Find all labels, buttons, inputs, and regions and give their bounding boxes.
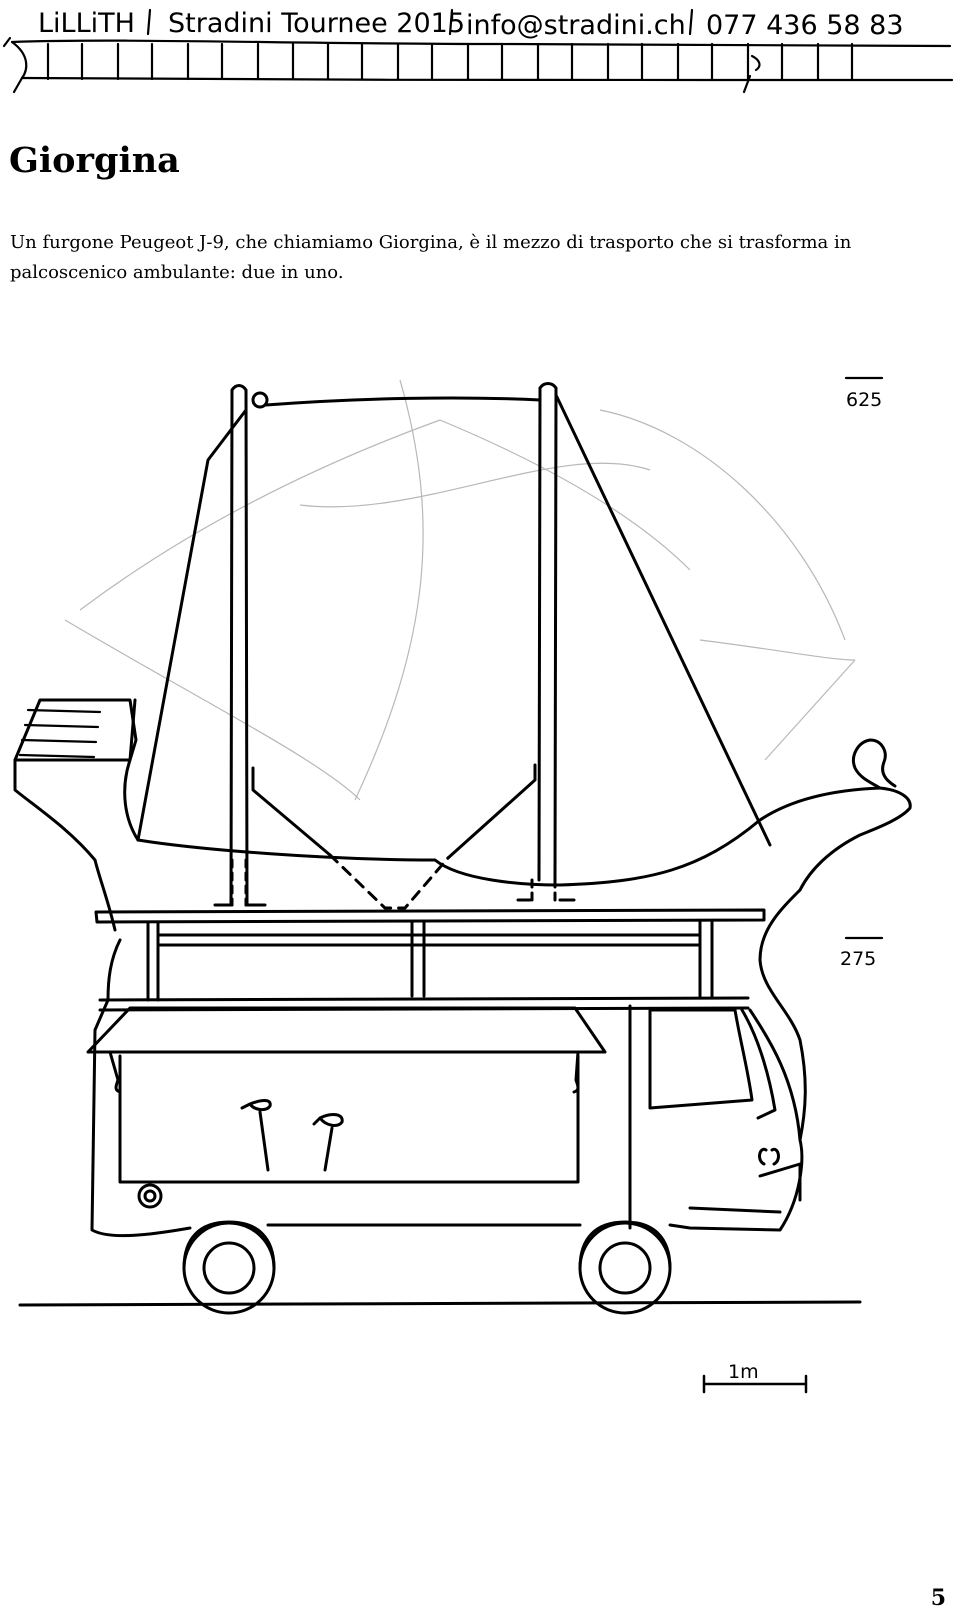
- van-ship-illustration: 625 275 1m: [13, 376, 912, 1394]
- header-email: info@stradini.ch: [466, 10, 686, 41]
- header-tour: Stradini Tournee 2015: [168, 8, 465, 39]
- height-label-top: 625: [846, 389, 882, 411]
- page-number: 5: [930, 1585, 946, 1611]
- header-phone: 077 436 58 83: [706, 10, 904, 41]
- scale-label: 1m: [728, 1361, 759, 1383]
- intro-paragraph: Un furgone Peugeot J-9, che chiamiamo Gi…: [10, 232, 852, 283]
- header-company: LiLLiTH: [38, 8, 135, 39]
- header-ribbon: LiLLiTH Stradini Tournee 2015 info@strad…: [2, 8, 954, 94]
- page-title: Giorgina: [9, 140, 180, 181]
- height-label-mid: 275: [840, 948, 876, 970]
